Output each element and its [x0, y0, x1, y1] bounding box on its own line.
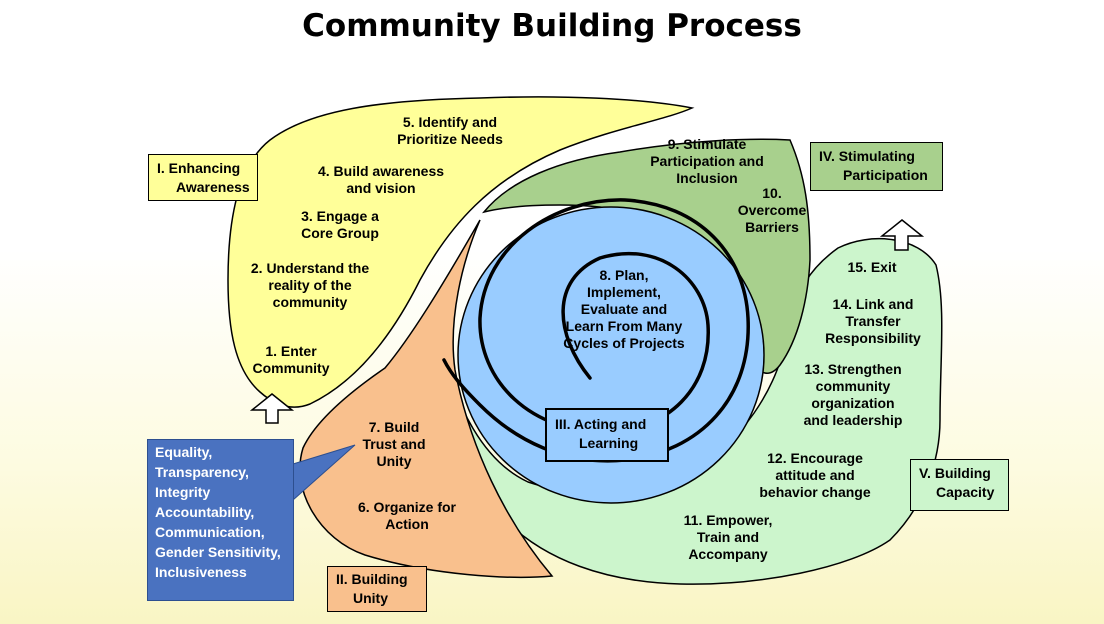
page-title: Community Building Process	[302, 8, 802, 44]
step-15-label: 15. Exit	[847, 259, 897, 275]
value-item: Gender Sensitivity,	[155, 544, 281, 560]
value-item: Inclusiveness	[155, 564, 247, 580]
values-callout-box: Equality, Transparency, Integrity Accoun…	[147, 439, 294, 601]
value-item: Accountability,	[155, 504, 255, 520]
up-arrow-icon	[879, 219, 925, 251]
value-item: Communication,	[155, 524, 265, 540]
phase-acting-box: III. Acting and Learning	[545, 408, 669, 462]
phase-participation-box: IV. Stimulating Participation	[810, 142, 943, 191]
unity-region	[299, 219, 554, 579]
up-arrow-icon	[249, 393, 295, 424]
awareness-region	[227, 96, 695, 408]
phase-capacity-box: V. Building Capacity	[910, 459, 1009, 511]
value-item: Equality,	[155, 444, 213, 460]
phase-awareness-box: I. Enhancing Awareness	[148, 154, 258, 201]
acting-circle	[457, 206, 765, 504]
value-item: Transparency,	[155, 464, 249, 480]
phase-unity-box: II. Building Unity	[327, 566, 427, 612]
value-item: Integrity	[155, 484, 211, 500]
